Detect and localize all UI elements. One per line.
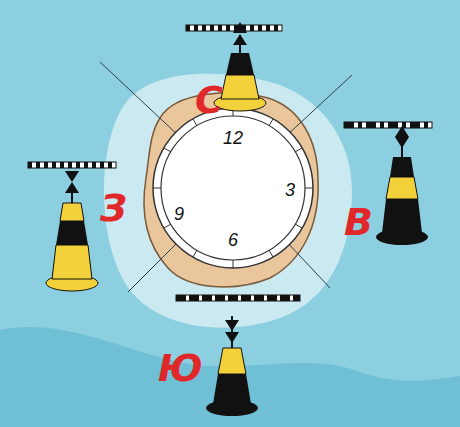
direction-letter: С: [195, 81, 223, 119]
direction-letter: В: [344, 203, 373, 241]
clock-number: 9: [174, 205, 184, 223]
clock-number: 3: [285, 181, 295, 199]
direction-letter: З: [100, 189, 127, 227]
clock-number: 6: [228, 231, 238, 249]
clock-face: 12 3 6 9: [153, 108, 313, 268]
direction-letter: Ю: [158, 349, 203, 387]
clock-number: 12: [223, 129, 243, 147]
